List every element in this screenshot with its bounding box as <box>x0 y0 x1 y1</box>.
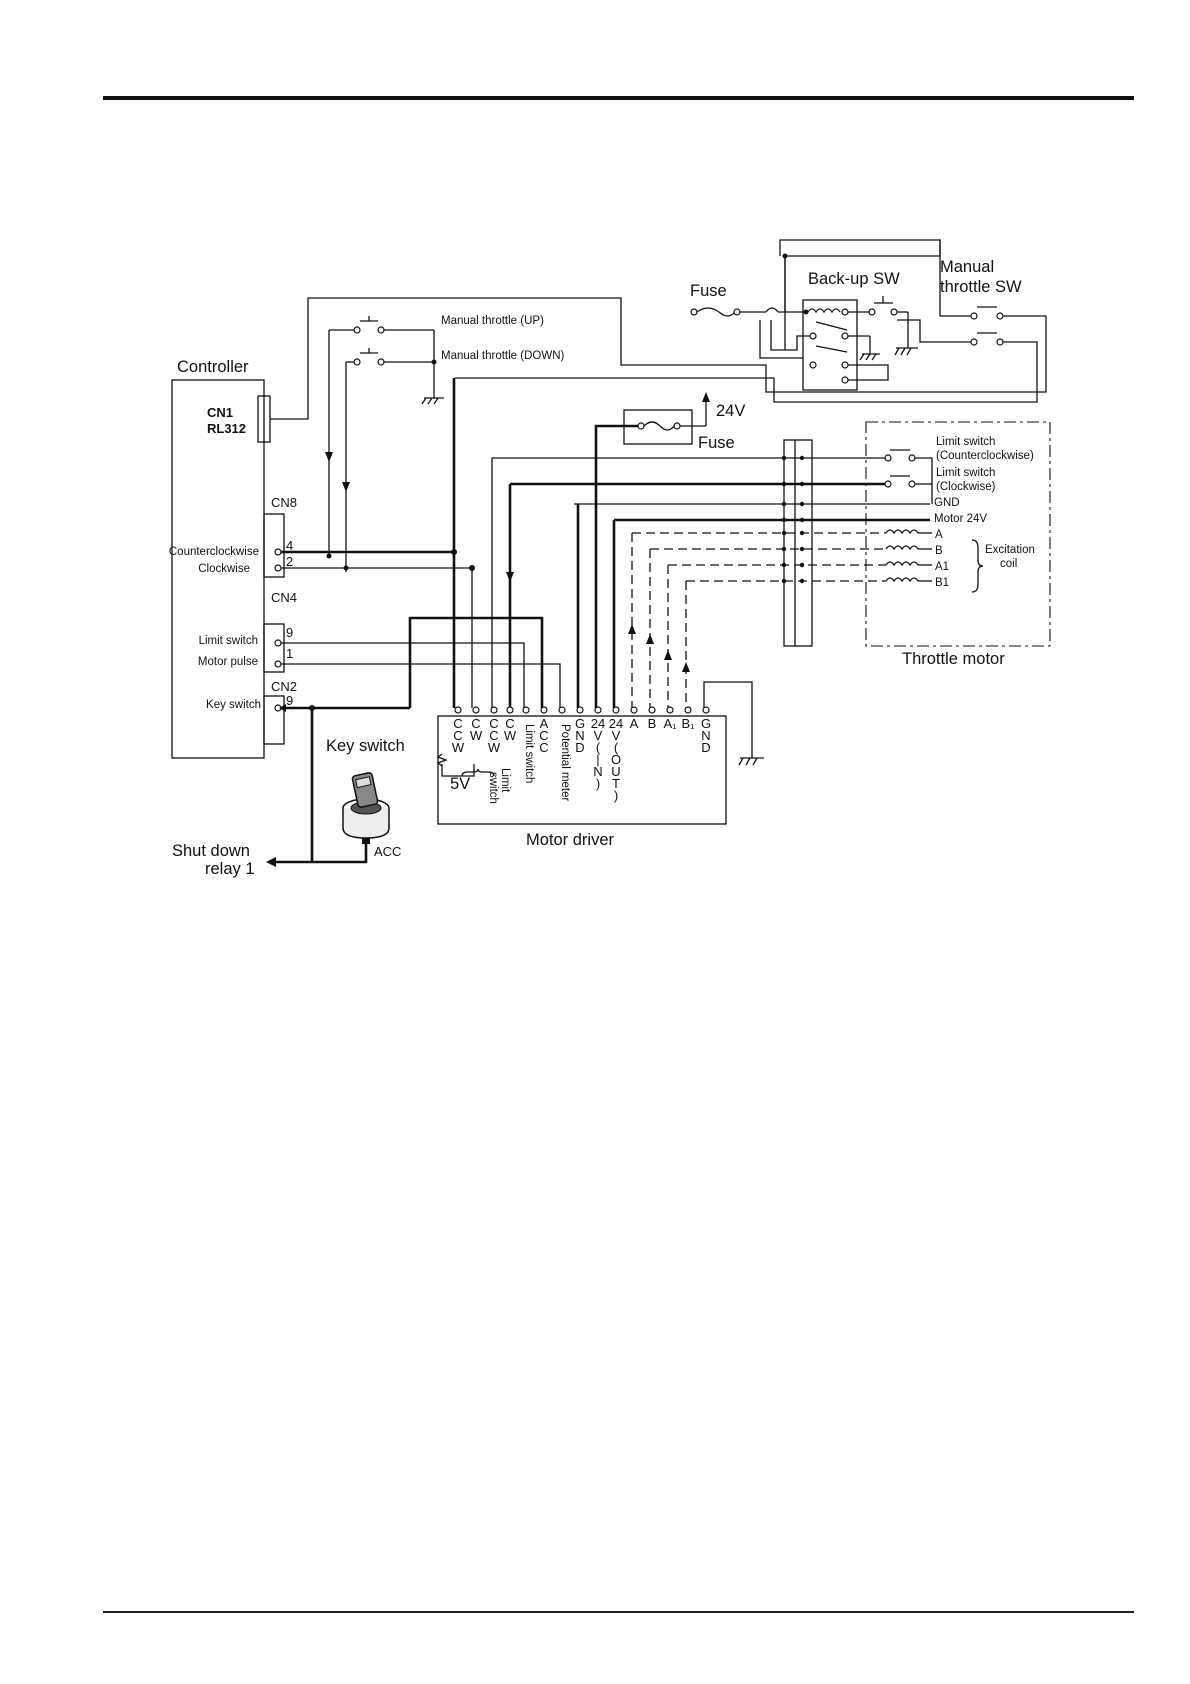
manual-throttle-sw: Manual throttle SW <box>897 258 1022 346</box>
limit-ccw-label-1: Limit switch <box>936 436 995 448</box>
driver-terminals <box>454 706 710 714</box>
switch-vertical: switch <box>487 772 499 804</box>
motor-pulse-label: Motor pulse <box>198 656 258 668</box>
limit-switch-label: Limit switch <box>199 635 258 647</box>
key-switch: Key switch ACC Shut down relay 1 <box>172 705 405 878</box>
throttle-motor: Throttle motor Limit switch (Countercloc… <box>865 421 1051 668</box>
pin-1: 1 <box>286 646 293 661</box>
motor-connector <box>783 439 813 647</box>
motor-driver-title: Motor driver <box>526 831 615 849</box>
gnd-label: GND <box>934 497 960 509</box>
cn8-label: CN8 <box>271 495 297 510</box>
acc-label: ACC <box>374 844 401 859</box>
fuse-24v: 24V Fuse <box>594 392 745 708</box>
cn2-label: CN2 <box>271 679 297 694</box>
cn4-label: CN4 <box>271 590 297 605</box>
connector-dots <box>781 455 805 584</box>
driver-5v-label: 5V <box>450 775 470 793</box>
limit-cw-label-1: Limit switch <box>936 467 995 479</box>
potential-meter-vertical: Potential meter <box>559 724 571 802</box>
limit-ccw-label-2: (Counterclockwise) <box>936 450 1034 462</box>
excitation-label-2: coil <box>1000 558 1017 570</box>
throttle-motor-title: Throttle motor <box>902 650 1005 668</box>
coil-b1-label: B1 <box>935 577 949 589</box>
driver-wires <box>279 378 764 766</box>
pin-2: 2 <box>286 554 293 569</box>
shutdown-label-2: relay 1 <box>205 860 255 878</box>
coil-a-label: A <box>935 529 943 541</box>
fuse-24v-label: Fuse <box>698 434 735 452</box>
manual-throttle-up-label: Manual throttle (UP) <box>441 315 544 327</box>
manual-throttle-down-label: Manual throttle (DOWN) <box>441 350 565 362</box>
v24-label: 24V <box>716 402 745 420</box>
manual-throttle-sw-label-2: throttle SW <box>940 278 1022 296</box>
key-switch-pin-label: Key switch <box>206 699 261 711</box>
pin-9-cn4: 9 <box>286 625 293 640</box>
controller-block: Controller CN1 RL312 CN8 CN4 CN2 Counter… <box>169 358 297 759</box>
manual-throttle-switches: Manual throttle (UP) Manual throttle (DO… <box>329 315 565 405</box>
coil-b-label: B <box>935 545 943 557</box>
driver-terminal-b1: B₁ <box>681 716 695 731</box>
clockwise-label: Clockwise <box>198 563 250 575</box>
backup-sw-label: Back-up SW <box>808 270 900 288</box>
motor-24v-label: Motor 24V <box>934 513 987 525</box>
excitation-label-1: Excitation <box>985 544 1035 556</box>
key-switch-title: Key switch <box>326 737 405 755</box>
coil-a1-label: A1 <box>935 561 949 573</box>
backup-switch-assembly: Fuse Back-up SW <box>690 239 941 391</box>
shutdown-label-1: Shut down <box>172 842 250 860</box>
limit-cw-label-2: (Clockwise) <box>936 481 996 493</box>
fuse-top-label: Fuse <box>690 282 727 300</box>
manual-throttle-sw-label-1: Manual <box>940 258 994 276</box>
controller-title: Controller <box>177 358 249 376</box>
footer-rule <box>103 1611 1134 1613</box>
header-rule <box>103 96 1134 100</box>
rl312-label: RL312 <box>207 421 246 436</box>
motor-wires <box>492 455 930 584</box>
driver-terminal-a: A <box>630 716 639 731</box>
counterclockwise-label: Counterclockwise <box>169 546 259 558</box>
driver-terminal-a1: A₁ <box>663 716 677 731</box>
key-switch-icon <box>342 772 390 844</box>
limit-switch-vertical: Limit switch <box>523 724 535 783</box>
pin-4: 4 <box>286 538 293 553</box>
driver-terminal-b: B <box>648 716 657 731</box>
cn1-label: CN1 <box>207 405 233 420</box>
pin-9-cn2: 9 <box>286 693 293 708</box>
limit-vertical: Limit <box>499 768 511 793</box>
